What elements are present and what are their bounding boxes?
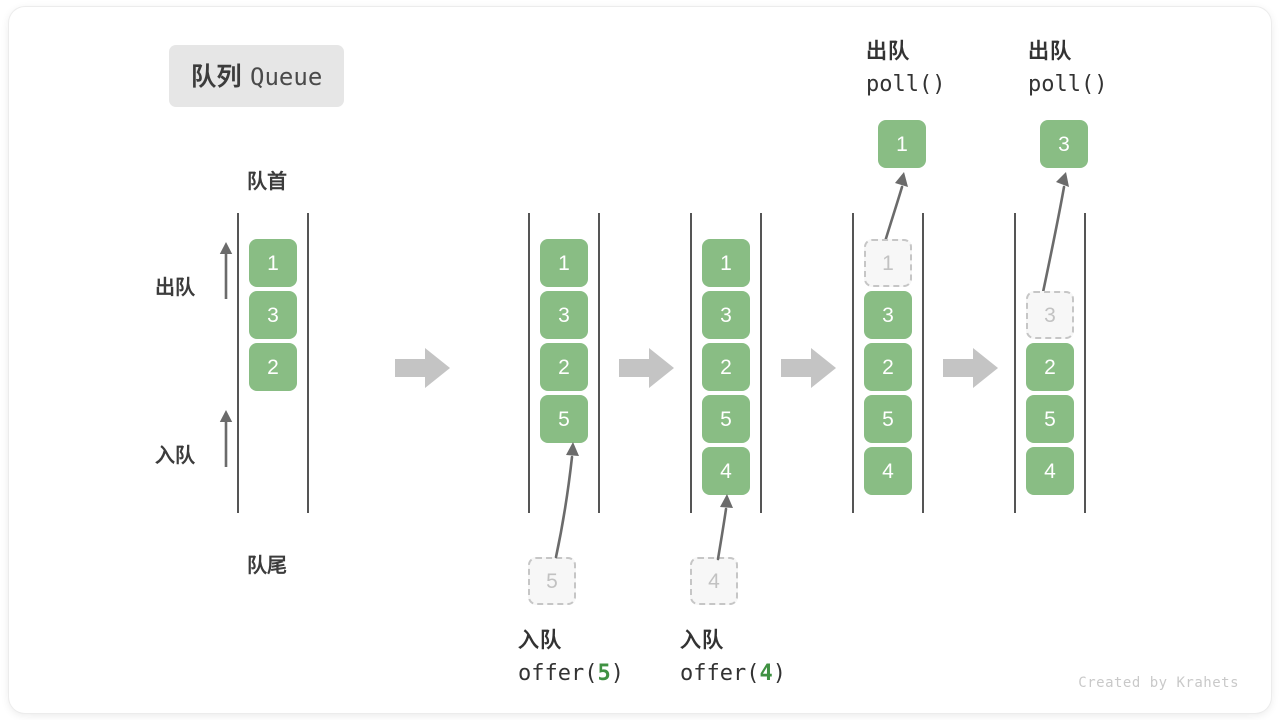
dequeue-up-arrow-icon: [219, 242, 233, 299]
queue-rail-right: [922, 213, 924, 513]
queue-rail-left: [528, 213, 530, 513]
queue-rail-right: [307, 213, 309, 513]
dequeue-curve-arrow-icon: [882, 172, 908, 247]
incoming-ghost-cell: 5: [528, 557, 576, 605]
queue-cell: 1: [540, 239, 588, 287]
enqueue-up-arrow-icon: [219, 410, 233, 467]
operation-label-call: poll(): [866, 72, 946, 97]
queue-cell: 2: [249, 343, 297, 391]
flow-arrow-icon: [781, 348, 836, 388]
queue-cell-new: 5: [540, 395, 588, 443]
queue-rail-left: [690, 213, 692, 513]
enqueue-side-label: 入队: [155, 445, 195, 467]
operation-label-offer-4: 入队 offer(4): [680, 624, 786, 690]
queue-rail-right: [1084, 213, 1086, 513]
flow-arrow-icon: [395, 348, 450, 388]
operation-label-cn: 出队: [1028, 40, 1072, 63]
queue-cell: 3: [540, 291, 588, 339]
queue-rail-right: [598, 213, 600, 513]
queue-tail-label: 队尾: [247, 555, 287, 577]
dequeue-curve-arrow-icon: [1040, 172, 1069, 299]
queue-cell: 2: [540, 343, 588, 391]
enqueue-curve-arrow-icon: [554, 442, 579, 559]
flow-arrow-icon: [943, 348, 998, 388]
dequeue-side-label: 出队: [155, 277, 195, 299]
operation-label-call: offer(5): [518, 661, 624, 686]
queue-cell: 3: [864, 291, 912, 339]
queue-cell-removed: 3: [1026, 291, 1074, 339]
flow-arrow-icon: [619, 348, 674, 388]
operation-label-cn: 入队: [680, 629, 724, 652]
incoming-ghost-cell: 4: [690, 557, 738, 605]
operation-label-call: offer(4): [680, 661, 786, 686]
credit-text: Created by Krahets: [1078, 675, 1239, 691]
queue-rail-left: [1014, 213, 1016, 513]
queue-cell: 1: [702, 239, 750, 287]
outgoing-cell: 3: [1040, 120, 1088, 168]
queue-cell: 4: [864, 447, 912, 495]
queue-cell: 2: [702, 343, 750, 391]
queue-cell: 5: [702, 395, 750, 443]
enqueue-curve-arrow-icon: [716, 494, 733, 561]
queue-cell: 2: [1026, 343, 1074, 391]
queue-cell: 5: [864, 395, 912, 443]
outgoing-cell: 1: [878, 120, 926, 168]
queue-cell: 3: [702, 291, 750, 339]
queue-cell-removed: 1: [864, 239, 912, 287]
operation-label-call: poll(): [1028, 72, 1108, 97]
queue-cell-new: 4: [702, 447, 750, 495]
queue-cell: 1: [249, 239, 297, 287]
operation-label-offer-5: 入队 offer(5): [518, 624, 624, 690]
operation-label-poll-3: 出队 poll(): [1028, 35, 1107, 101]
operation-label-cn: 出队: [866, 40, 910, 63]
queue-cell: 2: [864, 343, 912, 391]
queue-rail-right: [760, 213, 762, 513]
title-cn: 队列: [191, 63, 243, 91]
queue-rail-left: [852, 213, 854, 513]
queue-rail-left: [237, 213, 239, 513]
queue-cell: 4: [1026, 447, 1074, 495]
operation-label-poll-1: 出队 poll(): [866, 35, 945, 101]
queue-cell: 3: [249, 291, 297, 339]
queue-head-label: 队首: [247, 171, 287, 193]
title-en: Queue: [250, 63, 323, 91]
operation-label-cn: 入队: [518, 629, 562, 652]
queue-cell: 5: [1026, 395, 1074, 443]
